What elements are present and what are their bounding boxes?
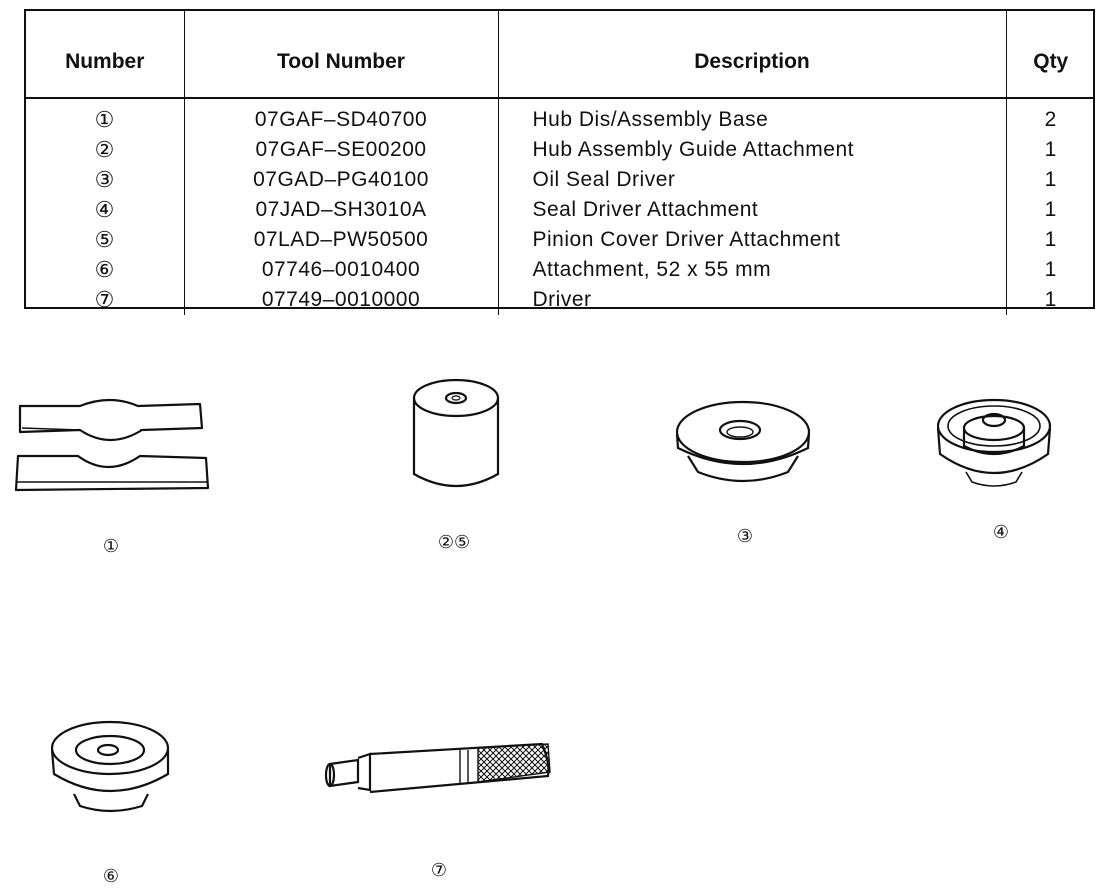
hub-base-drawing (14, 398, 210, 492)
row-qty: 1 (1044, 198, 1057, 221)
table-row: ⑥ 07746–0010400 Attachment, 52 x 55 mm 1 (26, 255, 1095, 285)
row-number: ② (26, 135, 185, 165)
figure-caption-4: ④ (992, 522, 1010, 543)
row-description: Pinion Cover Driver Attachment (498, 225, 1007, 255)
row-qty: 1 (1044, 228, 1057, 251)
row-number: ⑦ (26, 285, 185, 315)
row-number: ③ (26, 165, 185, 195)
row-description: Driver (498, 285, 1007, 315)
guide-attachment-drawing (412, 378, 500, 488)
row-tool-number: 07JAD–SH3010A (184, 195, 499, 225)
table-header-row: Number Tool Number Description Qty (26, 11, 1095, 99)
figure-caption-7: ⑦ (430, 860, 448, 881)
figure-caption-3: ③ (736, 526, 754, 547)
row-qty: 1 (1044, 288, 1057, 311)
header-tool-number: Tool Number (184, 11, 499, 99)
row-description: Hub Assembly Guide Attachment (498, 135, 1007, 165)
row-qty: 2 (1044, 108, 1057, 131)
row-description: Oil Seal Driver (498, 165, 1007, 195)
row-tool-number: 07749–0010000 (184, 285, 499, 315)
table-row: ② 07GAF–SE00200 Hub Assembly Guide Attac… (26, 135, 1095, 165)
row-description: Attachment, 52 x 55 mm (498, 255, 1007, 285)
table-row: ⑤ 07LAD–PW50500 Pinion Cover Driver Atta… (26, 225, 1095, 255)
attachment-52x55-drawing (50, 720, 170, 813)
header-description: Description (498, 11, 1007, 99)
row-description: Hub Dis/Assembly Base (498, 98, 1007, 135)
table-row: ③ 07GAD–PG40100 Oil Seal Driver 1 (26, 165, 1095, 195)
header-qty: Qty (1006, 11, 1095, 99)
row-qty: 1 (1044, 258, 1057, 281)
table-row: ④ 07JAD–SH3010A Seal Driver Attachment 1 (26, 195, 1095, 225)
tool-table: Number Tool Number Description Qty ① 07G… (26, 11, 1095, 315)
header-number: Number (26, 11, 185, 99)
table-row: ⑦ 07749–0010000 Driver 1 (26, 285, 1095, 315)
seal-driver-attachment-drawing (936, 398, 1052, 487)
row-number: ⑤ (26, 225, 185, 255)
oil-seal-driver-drawing (675, 400, 811, 483)
row-tool-number: 07GAF–SE00200 (184, 135, 499, 165)
row-number: ① (26, 98, 185, 135)
figure-caption-1: ① (102, 536, 120, 557)
row-tool-number: 07LAD–PW50500 (184, 225, 499, 255)
row-qty: 1 (1044, 168, 1057, 191)
figure-caption-6: ⑥ (102, 866, 120, 887)
row-number: ④ (26, 195, 185, 225)
figure-caption-2-5: ②⑤ (437, 532, 471, 553)
row-qty: 1 (1044, 138, 1057, 161)
row-tool-number: 07GAF–SD40700 (184, 98, 499, 135)
row-number: ⑥ (26, 255, 185, 285)
table-row: ① 07GAF–SD40700 Hub Dis/Assembly Base 2 (26, 98, 1095, 135)
row-tool-number: 07746–0010400 (184, 255, 499, 285)
driver-drawing (324, 742, 551, 794)
row-tool-number: 07GAD–PG40100 (184, 165, 499, 195)
tool-table-frame: Number Tool Number Description Qty ① 07G… (24, 9, 1095, 315)
row-description: Seal Driver Attachment (498, 195, 1007, 225)
